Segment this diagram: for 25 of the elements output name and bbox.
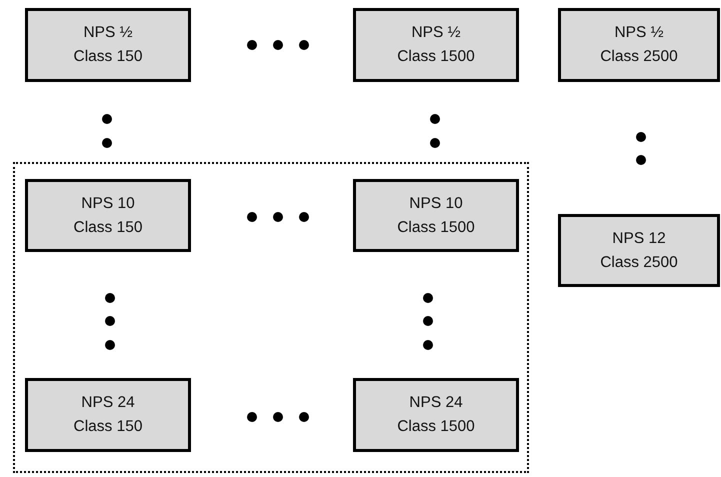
- box-label: NPS 24: [81, 393, 135, 413]
- size-class-box: [25, 179, 191, 252]
- box-label: NPS 24: [409, 393, 463, 413]
- box-label: NPS 10: [409, 194, 463, 214]
- size-class-box: [353, 378, 519, 452]
- size-class-box: [558, 214, 720, 287]
- box-label: Class 1500: [397, 218, 475, 238]
- box-label: NPS ½: [614, 23, 664, 43]
- size-class-box: [353, 8, 519, 82]
- box-label: Class 1500: [397, 47, 475, 67]
- size-class-box: [558, 8, 720, 82]
- box-label: Class 150: [74, 417, 142, 437]
- box-label: NPS 12: [612, 228, 666, 248]
- size-class-box: [353, 179, 519, 252]
- box-label: Class 150: [74, 218, 142, 238]
- box-label: Class 150: [74, 47, 142, 67]
- box-label: NPS ½: [411, 23, 461, 43]
- box-label: Class 2500: [600, 252, 678, 272]
- size-class-box: [25, 378, 191, 452]
- size-class-box: [25, 8, 191, 82]
- box-label: NPS 10: [81, 194, 135, 214]
- dotted-group-frame: [13, 162, 529, 473]
- box-label: NPS ½: [83, 23, 133, 43]
- box-label: Class 2500: [600, 47, 678, 67]
- box-label: Class 1500: [397, 417, 475, 437]
